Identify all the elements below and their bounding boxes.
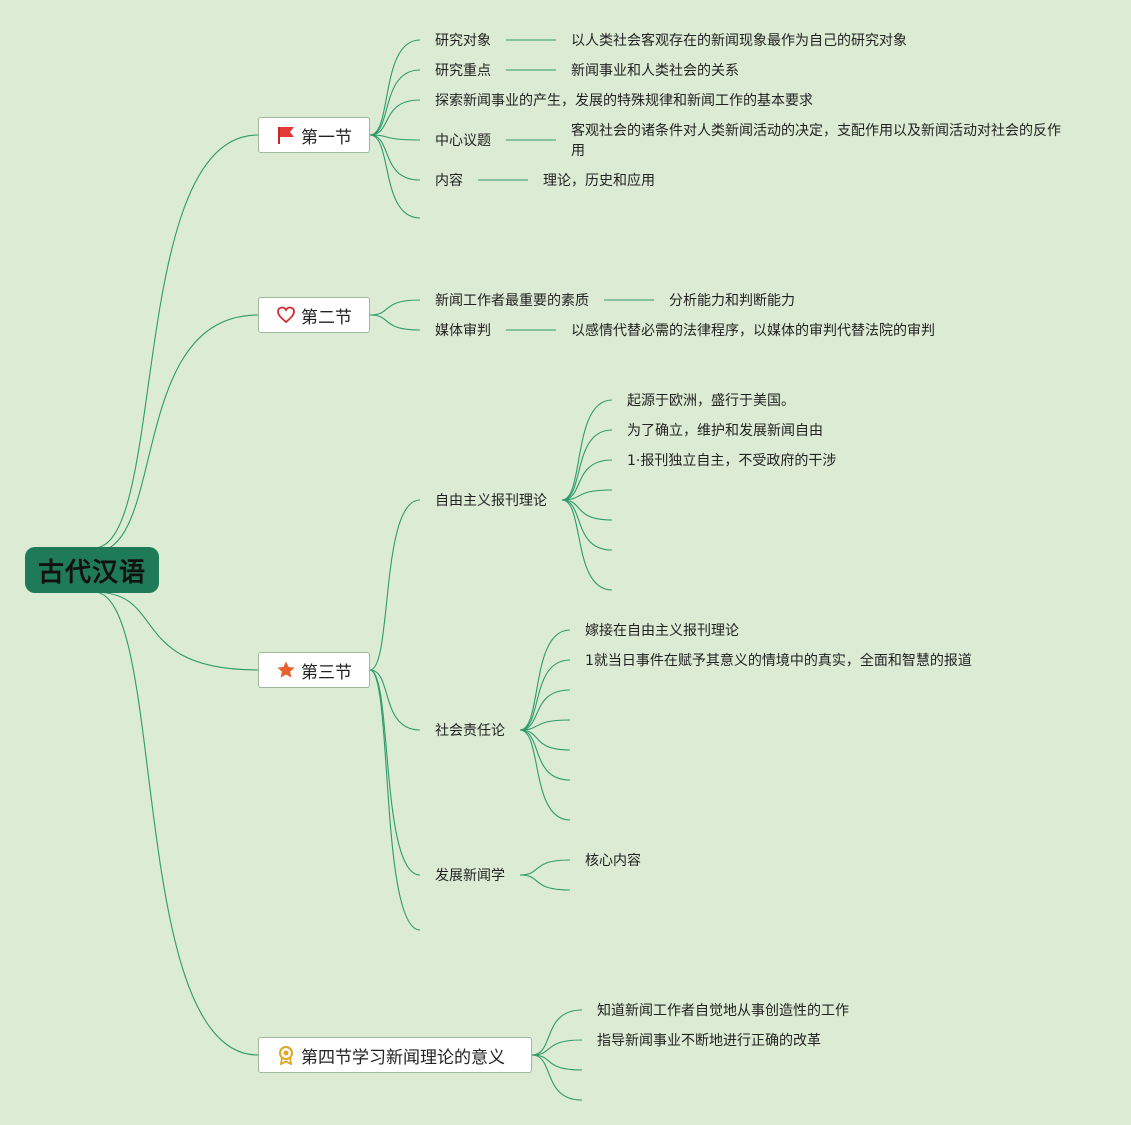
s3b-sub-2: [519, 659, 571, 731]
s4-sub-2: [531, 1039, 583, 1056]
root-to-section-3: [93, 591, 259, 671]
s2-detail-media-trial[interactable]: 以感情代替必需的法律程序，以媒体的审判代替法院的审判: [571, 323, 935, 339]
s3-topic-development-journalism[interactable]: 发展新闻学: [435, 868, 505, 884]
s3a-sub-6: [561, 499, 613, 551]
s3b-sub-3: [519, 689, 571, 731]
section-node-1[interactable]: 第一节: [258, 117, 370, 153]
heart-icon: [275, 304, 297, 326]
s2-branch-2: [369, 314, 421, 331]
s3a-sub-3: [561, 459, 613, 501]
s1-topic-research-focus[interactable]: 研究重点: [435, 63, 491, 79]
s1-topic-content[interactable]: 内容: [435, 173, 463, 189]
s3a-sub-1: [561, 399, 613, 501]
s3-liberalism-item-2[interactable]: 为了确立，维护和发展新闻自由: [627, 423, 823, 439]
s1-detail-content[interactable]: 理论，历史和应用: [543, 173, 655, 189]
section-label: 第三节: [301, 662, 352, 683]
s4-sub-4: [531, 1054, 583, 1101]
s1-branch-1: [369, 39, 421, 136]
s1-branch-4: [369, 134, 421, 141]
s4-sub-1: [531, 1009, 583, 1056]
s2-detail-quality[interactable]: 分析能力和判断能力: [669, 293, 795, 309]
root-node[interactable]: 古代汉语: [25, 547, 159, 593]
s4-sub-3: [531, 1054, 583, 1071]
s3-development-item-1[interactable]: 核心内容: [585, 853, 641, 869]
s3c-sub-1: [519, 859, 571, 876]
s3a-sub-2: [561, 429, 613, 501]
section-label: 第二节: [301, 307, 352, 328]
section-node-3[interactable]: 第三节: [258, 652, 370, 688]
s3b-sub-4: [519, 719, 571, 731]
root-to-section-1: [93, 134, 259, 549]
s3-topic-liberalism[interactable]: 自由主义报刊理论: [435, 493, 547, 509]
s1-branch-2: [369, 69, 421, 136]
s3-liberalism-item-3[interactable]: 1·报刊独立自主，不受政府的干涉: [627, 453, 837, 469]
s4-item-2[interactable]: 指导新闻事业不断地进行正确的改革: [597, 1033, 821, 1049]
s3a-sub-7: [561, 499, 613, 591]
s2-branch-1: [369, 299, 421, 316]
s3-branch-1: [369, 499, 421, 671]
section-label: 第四节学习新闻理论的意义: [301, 1047, 505, 1068]
s1-branch-6: [369, 134, 421, 219]
s3c-sub-2: [519, 874, 571, 891]
s3b-sub-6: [519, 729, 571, 781]
s3a-sub-5: [561, 499, 613, 521]
s2-topic-media-trial[interactable]: 媒体审判: [435, 323, 491, 339]
s4-item-1[interactable]: 知道新闻工作者自觉地从事创造性的工作: [597, 1003, 849, 1019]
s3-social-item-1[interactable]: 嫁接在自由主义报刊理论: [585, 623, 739, 639]
section-label: 第一节: [301, 127, 352, 148]
s1-branch-3: [369, 99, 421, 136]
award-medal-icon: [275, 1044, 297, 1066]
s3-branch-4: [369, 669, 421, 931]
s3b-sub-1: [519, 629, 571, 731]
s1-topic-explore[interactable]: 探索新闻事业的产生，发展的特殊规律和新闻工作的基本要求: [435, 93, 813, 109]
s1-detail-research-object[interactable]: 以人类社会客观存在的新闻现象最作为自己的研究对象: [571, 33, 907, 49]
s3-social-item-2[interactable]: 1就当日事件在赋予其意义的情境中的真实，全面和智慧的报道: [585, 653, 972, 669]
s3-liberalism-item-1[interactable]: 起源于欧洲，盛行于美国。: [627, 393, 795, 409]
section-node-4[interactable]: 第四节学习新闻理论的意义: [258, 1037, 532, 1073]
s1-topic-central-issue[interactable]: 中心议题: [435, 133, 491, 149]
s3-branch-3: [369, 669, 421, 876]
s1-topic-research-object[interactable]: 研究对象: [435, 33, 491, 49]
s3-branch-2: [369, 669, 421, 731]
s1-detail-research-focus[interactable]: 新闻事业和人类社会的关系: [571, 63, 739, 79]
s1-detail-central-issue[interactable]: 客观社会的诸条件对人类新闻活动的决定，支配作用以及新闻活动对社会的反作用: [571, 123, 1061, 159]
root-to-section-2: [93, 314, 259, 553]
root-to-section-4: [93, 591, 259, 1056]
s2-topic-quality[interactable]: 新闻工作者最重要的素质: [435, 293, 589, 309]
s3a-sub-4: [561, 489, 613, 501]
s3b-sub-7: [519, 729, 571, 821]
s3-topic-social-responsibility[interactable]: 社会责任论: [435, 723, 505, 739]
red-flag-icon: [275, 124, 297, 146]
s3b-sub-5: [519, 729, 571, 751]
star-icon: [275, 659, 297, 681]
s1-branch-5: [369, 134, 421, 181]
section-node-2[interactable]: 第二节: [258, 297, 370, 333]
